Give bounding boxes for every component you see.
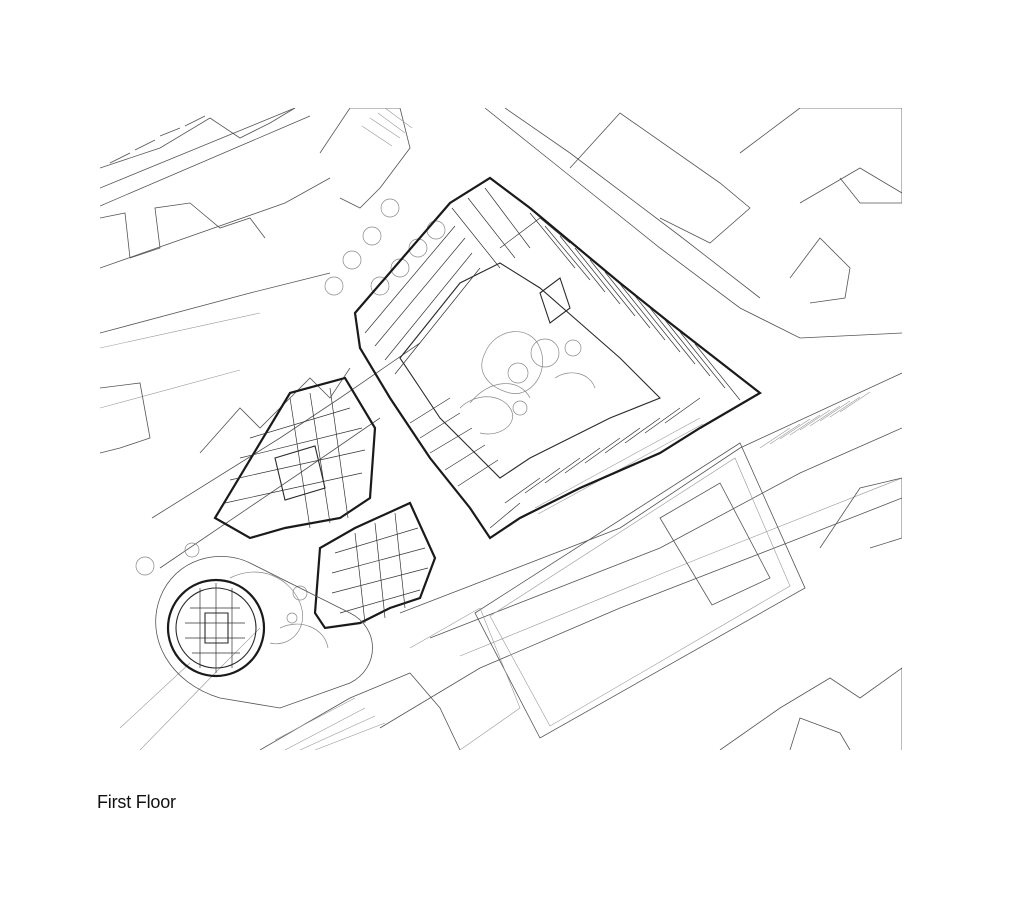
circular-tower (155, 556, 373, 709)
triangular-block (353, 176, 762, 540)
context-streets (100, 108, 902, 750)
sports-court (409, 442, 806, 750)
street-trees (135, 198, 446, 576)
site-floor-plan (100, 108, 902, 750)
courtyard-landscape (459, 331, 596, 435)
plan-caption: First Floor (97, 792, 176, 812)
west-block (213, 376, 377, 540)
ramp-hatch (361, 108, 871, 515)
middle-block (229, 501, 437, 649)
